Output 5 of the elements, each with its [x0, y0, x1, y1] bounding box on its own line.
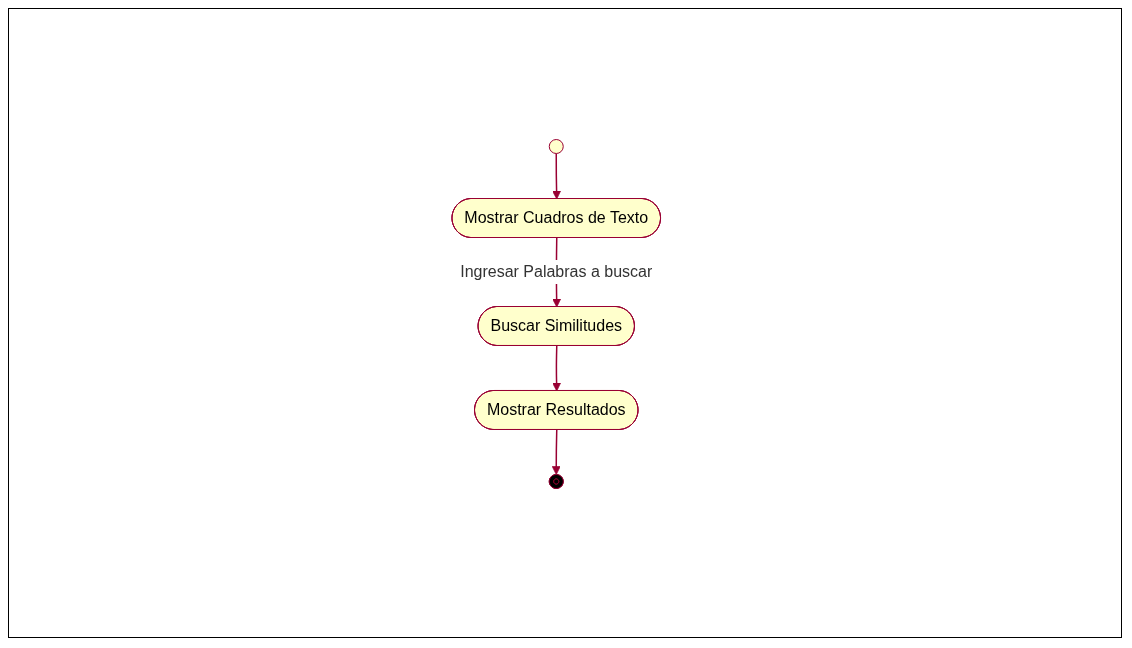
edge-label: Ingresar Palabras a buscar: [459, 263, 653, 280]
arrow: [551, 429, 561, 475]
node-circle: [548, 139, 564, 154]
arrow: [551, 345, 561, 392]
arrow: [551, 152, 561, 200]
